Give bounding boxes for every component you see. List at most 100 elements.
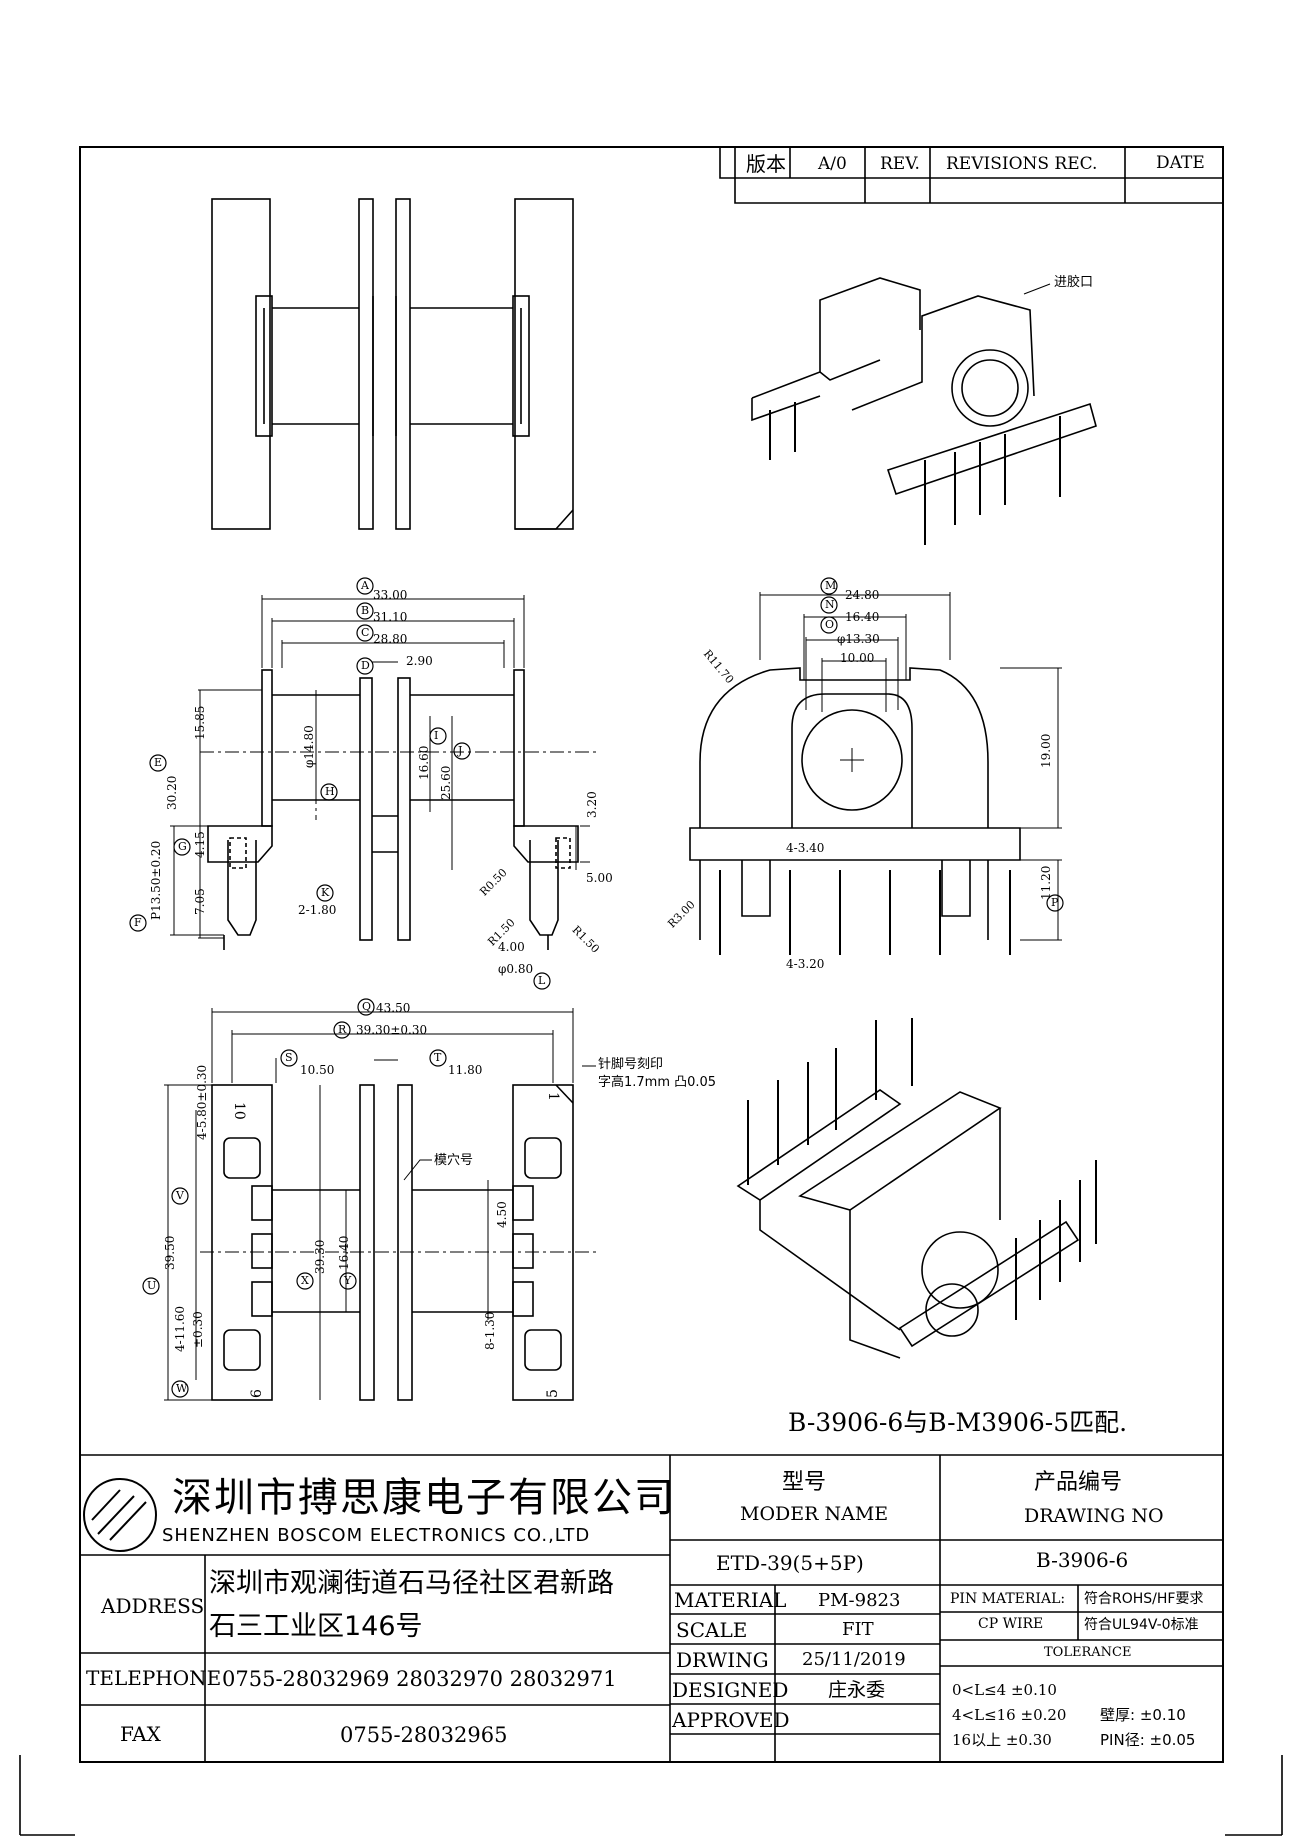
dim-d: 2.90 — [406, 654, 433, 668]
dim-1000: 10.00 — [840, 651, 875, 665]
dim-h: φ14.80 — [302, 725, 316, 768]
designed-value: 庄永委 — [828, 1679, 886, 1701]
isometric-view-top — [751, 277, 1097, 545]
dim-080: φ0.80 — [498, 962, 534, 976]
dimension-marker-m — [820, 577, 838, 595]
dimension-letter-b: B — [361, 604, 370, 617]
fax-label: FAX — [120, 1722, 161, 1746]
dimension-letter-e: E — [154, 756, 163, 769]
dimension-marker-j — [453, 742, 471, 760]
material-label: MATERIAL — [674, 1588, 787, 1612]
drawing-no-value: B-3906-6 — [1036, 1548, 1129, 1572]
dimension-letter-d: D — [361, 659, 370, 672]
company-logo — [83, 1478, 157, 1552]
top-view — [211, 198, 574, 530]
drawing-no-label-cn: 产品编号 — [1034, 1470, 1123, 1495]
address-line1: 深圳市观澜街道石马径社区君新路 — [209, 1568, 614, 1599]
tolerance-wall: 壁厚: ±0.10 — [1100, 1706, 1186, 1724]
dim-1120: 11.20 — [1039, 865, 1053, 900]
telephone-value: 0755-28032969 28032970 28032971 — [222, 1667, 617, 1691]
side-view — [689, 667, 1021, 955]
dimension-marker-u — [142, 1277, 160, 1295]
dim-n: 16.40 — [845, 610, 880, 624]
dimension-marker-p — [1046, 894, 1064, 912]
dimension-marker-r — [333, 1021, 351, 1039]
pin-number-5: 5 — [545, 1389, 561, 1398]
dim-r: 39.30±0.30 — [356, 1023, 428, 1037]
dim-b: 31.10 — [373, 610, 408, 624]
dim-4320: 4-3.20 — [786, 957, 825, 971]
rohs-requirement: 符合ROHS/HF要求 — [1084, 1591, 1204, 1607]
dimension-letter-t: T — [434, 1051, 442, 1064]
dim-v1: 4-5.80±0.30 — [195, 1064, 209, 1140]
dim-f2: 7.05 — [193, 888, 207, 915]
company-name-cn: 深圳市搏思康电子有限公司 — [172, 1475, 676, 1521]
rev-col-rev: REV. — [880, 154, 920, 174]
dimension-marker-i — [429, 727, 447, 745]
pin-material-label: PIN MATERIAL: — [950, 1591, 1066, 1607]
model-label-cn: 型号 — [782, 1470, 827, 1495]
dimension-letter-o: O — [825, 618, 835, 631]
dimension-letter-h: H — [325, 785, 335, 798]
dimension-marker-x — [296, 1272, 314, 1290]
dimension-marker-t — [429, 1049, 447, 1067]
rev-col-date: DATE — [1156, 153, 1205, 173]
dim-500: 5.00 — [586, 871, 613, 885]
dimension-marker-f — [129, 914, 147, 932]
dim-a: 33.00 — [373, 588, 408, 602]
dim-m: 24.80 — [845, 588, 880, 602]
dim-g: 4.15 — [193, 831, 207, 858]
address-line2: 石三工业区146号 — [209, 1611, 423, 1642]
ul-requirement: 符合UL94V-0标准 — [1084, 1617, 1199, 1633]
fax-value: 0755-28032965 — [340, 1723, 508, 1747]
dimension-letter-g: G — [178, 840, 187, 853]
dimension-letter-l: L — [538, 974, 546, 987]
rev-col-revisions: REVISIONS REC. — [946, 154, 1098, 174]
telephone-label: TELEPHONE — [86, 1666, 222, 1690]
dim-4340: 4-3.40 — [786, 841, 825, 855]
dimension-letter-a: A — [361, 579, 369, 592]
dimension-marker-d — [356, 657, 374, 675]
dim-w1: 4-11.60 — [173, 1305, 187, 1352]
dim-f1: P13.50±0.20 — [149, 840, 163, 920]
dimension-marker-c — [356, 624, 374, 642]
tolerance-row-2: 4<L≤16 ±0.20 — [952, 1706, 1067, 1724]
dimension-marker-e — [149, 754, 167, 772]
match-note: B-3906-6与B-M3906-5匹配. — [788, 1408, 1128, 1437]
model-label-en: MODER NAME — [740, 1503, 889, 1525]
dimension-marker-q — [357, 998, 375, 1016]
dim-o: φ13.30 — [837, 632, 880, 646]
dim-e2: 30.20 — [165, 775, 179, 810]
callout-mold-no: 模穴号 — [434, 1153, 474, 1168]
dim-320: 3.20 — [585, 791, 599, 818]
rev-col-version: 版本 — [746, 152, 786, 176]
dimension-marker-a — [356, 577, 374, 595]
dimension-lines — [164, 592, 1062, 1401]
dim-j: 25.60 — [439, 765, 453, 800]
model-value: ETD-39(5+5P) — [716, 1551, 864, 1575]
dimension-letter-j: J — [458, 744, 463, 757]
dim-k: 2-1.80 — [298, 903, 337, 917]
dimension-letter-u: U — [147, 1279, 157, 1292]
drawing-no-label-en: DRAWING NO — [1024, 1505, 1164, 1527]
designed-label: DESIGNED — [672, 1678, 789, 1702]
dimension-letter-w: W — [176, 1382, 188, 1395]
dim-u: 39.50 — [163, 1235, 177, 1270]
dimension-marker-s — [280, 1049, 298, 1067]
dimension-letter-v: V — [176, 1189, 184, 1202]
company-name-en: SHENZHEN BOSCOM ELECTRONICS CO.,LTD — [162, 1525, 591, 1546]
dim-x: 39.30 — [313, 1239, 327, 1274]
dimension-letter-f: F — [134, 916, 142, 929]
dim-400: 4.00 — [498, 940, 525, 954]
tolerance-pin: PIN径: ±0.05 — [1100, 1731, 1196, 1749]
pin-number-10: 10 — [231, 1102, 247, 1120]
tolerance-row-1: 0<L≤4 ±0.10 — [952, 1681, 1057, 1699]
approved-label: APPROVED — [672, 1708, 790, 1732]
dim-e1: 15.85 — [193, 705, 207, 740]
dimension-marker-v — [171, 1187, 189, 1205]
dim-s: 10.50 — [300, 1063, 335, 1077]
dimension-letter-i: I — [434, 729, 439, 742]
dimension-marker-y — [339, 1272, 357, 1290]
rev-col-ao: A/0 — [818, 154, 847, 174]
